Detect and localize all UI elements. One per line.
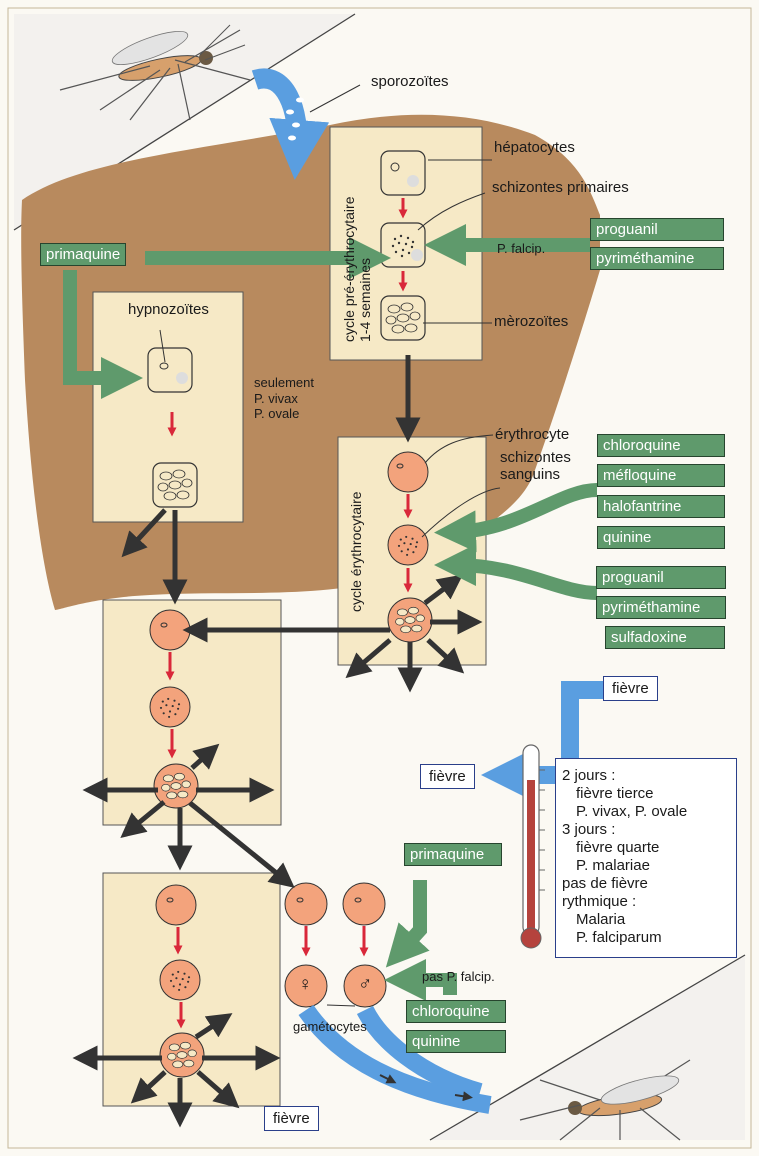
drug-chloroquine-gameto: chloroquine [406,1000,506,1023]
drug-quinine-gameto: quinine [406,1030,506,1053]
info-line: fièvre tierce [562,785,730,803]
drug-sulfadoxine: sulfadoxine [605,626,725,649]
drug-proguanil-blood: proguanil [596,566,726,589]
label-p-vivax: P. vivax [254,392,298,406]
info-line: rythmique : [562,893,730,911]
rbc-1 [388,452,428,492]
fever-box-top: fièvre [603,676,658,701]
info-line: P. falciparum [562,929,730,947]
label-seulement: seulement [254,376,314,390]
fever-box-thermometer: fièvre [420,764,475,789]
info-line: fièvre quarte [562,839,730,857]
label-cycle-pre-line2: 1-4 semaines [357,197,373,343]
label-cycle-erythrocytaire: cycle érythrocytaire [348,491,364,612]
label-cycle-pre-erythrocytaire: cycle pré-érythrocytaire 1-4 semaines [341,197,373,343]
label-sporozoites: sporozoïtes [371,74,449,91]
label-pas-p-falcip: pas P. falcip. [422,970,495,984]
drug-primaquine-liver: primaquine [40,243,126,266]
info-line: 2 jours : [562,767,730,785]
drug-halofantrine: halofantrine [597,495,725,518]
drug-quinine-blood: quinine [597,526,725,549]
drug-pyrimethamine-blood: pyriméthamine [596,596,726,619]
label-cycle-pre-line1: cycle pré-érythrocytaire [341,197,357,343]
label-erythrocyte: érythrocyte [495,427,569,444]
label-gametocytes: gamétocytes [293,1020,367,1034]
label-sanguins: sanguins [500,467,560,484]
drug-pyrimethamine-liver: pyriméthamine [590,247,724,270]
label-schizontes: schizontes [500,450,571,467]
label-schizontes-primaires: schizontes primaires [492,180,629,197]
female-symbol: ♀ [298,975,312,996]
drug-mefloquine: méfloquine [597,464,725,487]
info-line: 3 jours : [562,821,730,839]
info-line: P. malariae [562,857,730,875]
fever-periodicity-box: 2 jours : fièvre tierce P. vivax, P. ova… [555,758,737,958]
drug-proguanil-liver: proguanil [590,218,724,241]
male-symbol: ♂ [358,975,372,996]
drug-primaquine-gameto: primaquine [404,843,502,866]
label-hypnozoites: hypnozoïtes [128,302,209,319]
fever-box-bottom: fièvre [264,1106,319,1131]
label-p-ovale: P. ovale [254,407,299,421]
info-line: pas de fièvre [562,875,730,893]
label-p-falcip: P. falcip. [497,242,545,256]
info-line: Malaria [562,911,730,929]
info-line: P. vivax, P. ovale [562,803,730,821]
label-merozoites: mèrozoïtes [494,314,568,331]
drug-chloroquine-blood: chloroquine [597,434,725,457]
label-hepatocytes: hépatocytes [494,140,575,157]
